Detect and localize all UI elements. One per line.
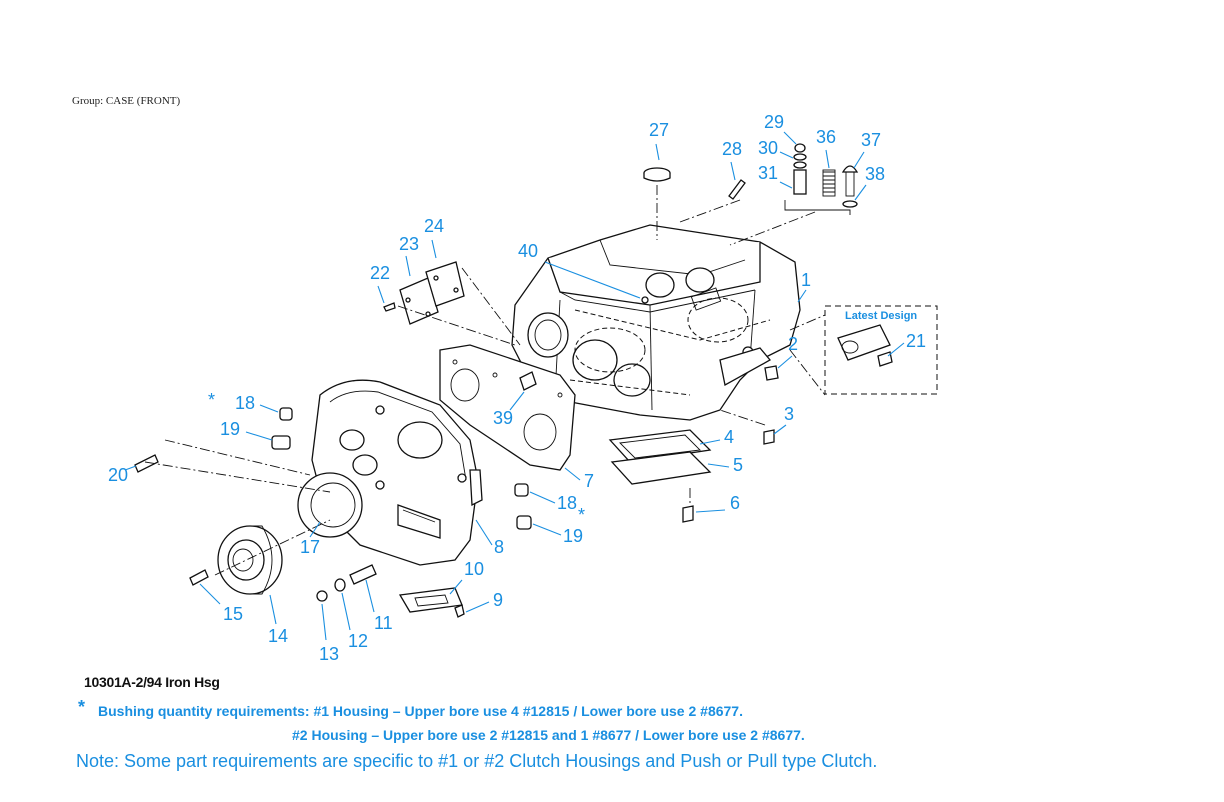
latest-design-inset <box>789 305 938 396</box>
callout-1: 1 <box>801 270 811 290</box>
callout-24: 24 <box>424 216 444 236</box>
asterisk-right: * <box>578 505 585 525</box>
bearing-retainer <box>217 472 363 595</box>
callout-18-right: 18 <box>557 493 577 513</box>
callout-19-right: 19 <box>563 526 583 546</box>
callout-17: 17 <box>300 537 320 557</box>
callout-8: 8 <box>494 537 504 557</box>
callout-labels: 1 2 3 4 5 6 7 8 9 10 11 12 13 14 15 17 1… <box>108 112 926 664</box>
callout-30: 30 <box>758 138 778 158</box>
callout-9: 9 <box>493 590 503 610</box>
callout-6: 6 <box>730 493 740 513</box>
callout-31: 31 <box>758 163 778 183</box>
callout-39: 39 <box>493 408 513 428</box>
callout-3: 3 <box>784 404 794 424</box>
figure-id: 10301A-2/94 Iron Hsg <box>84 674 220 690</box>
callout-27: 27 <box>649 120 669 140</box>
callout-38: 38 <box>865 164 885 184</box>
callout-21: 21 <box>906 331 926 351</box>
callout-10: 10 <box>464 559 484 579</box>
callout-11: 11 <box>374 613 393 633</box>
callout-13: 13 <box>319 644 339 664</box>
callout-40: 40 <box>518 241 538 261</box>
group-label: Group: CASE (FRONT) <box>72 95 181 107</box>
bushing-note-line-1: Bushing quantity requirements: #1 Housin… <box>98 703 743 719</box>
callout-23: 23 <box>399 234 419 254</box>
fasteners-bushings <box>134 365 779 618</box>
top-parts <box>643 143 859 246</box>
exploded-parts-diagram: 1 2 3 4 5 6 7 8 9 10 11 12 13 14 15 17 1… <box>108 112 938 664</box>
side-cover-plates <box>383 261 521 346</box>
callout-37: 37 <box>861 130 881 150</box>
callout-14: 14 <box>268 626 288 646</box>
callout-20: 20 <box>108 465 128 485</box>
callout-19-left: 19 <box>220 419 240 439</box>
callout-15: 15 <box>223 604 243 624</box>
callout-36: 36 <box>816 127 836 147</box>
callout-29: 29 <box>764 112 784 132</box>
main-note: Note: Some part requirements are specifi… <box>76 751 878 771</box>
bushing-note-line-2: #2 Housing – Upper bore use 2 #12815 and… <box>292 727 805 743</box>
callout-5: 5 <box>733 455 743 475</box>
callout-22: 22 <box>370 263 390 283</box>
housing-gasket <box>439 344 576 471</box>
callout-7: 7 <box>584 471 594 491</box>
callout-12: 12 <box>348 631 368 651</box>
callout-2: 2 <box>788 334 798 354</box>
latest-design-label: Latest Design <box>845 310 917 322</box>
callout-18-left: 18 <box>235 393 255 413</box>
callout-4: 4 <box>724 427 734 447</box>
callout-28: 28 <box>722 139 742 159</box>
gear-case-housing <box>511 224 801 421</box>
note-asterisk: * <box>78 697 86 717</box>
asterisk-left: * <box>208 390 215 410</box>
